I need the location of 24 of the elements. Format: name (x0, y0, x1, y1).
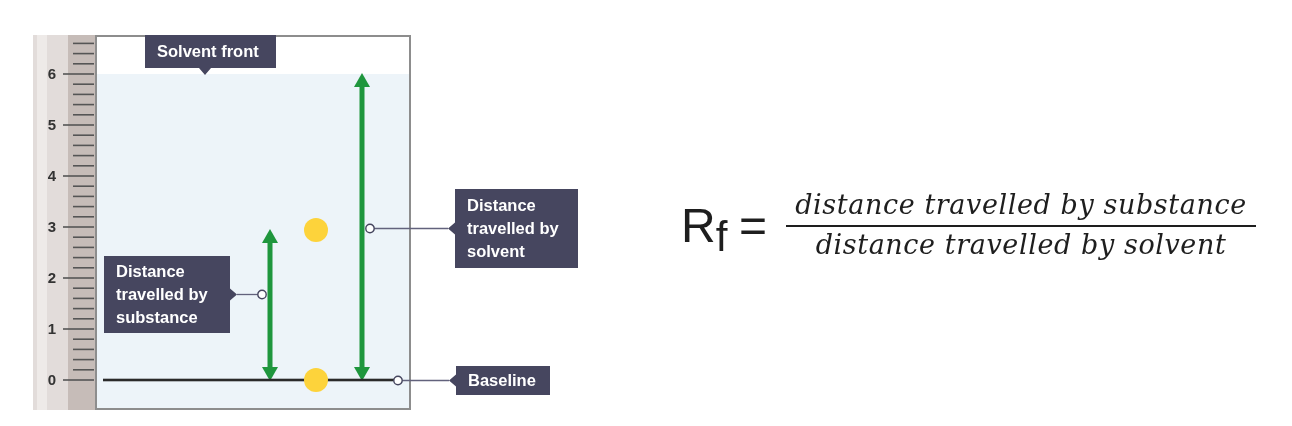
formula-numerator: distance travelled by substance (795, 189, 1247, 221)
leader-line (365, 223, 449, 234)
callout-box (449, 366, 550, 395)
ruler-number: 0 (46, 371, 58, 389)
callout-box (104, 256, 237, 333)
ruler-number: 1 (46, 320, 58, 338)
formula-symbol: R$_{f}$ (681, 202, 728, 250)
ruler-number: 3 (46, 218, 58, 236)
formula-denominator: distance travelled by solvent (815, 229, 1227, 261)
callout-text: Baseline (468, 370, 537, 391)
ruler-number: 4 (46, 167, 58, 185)
leader-line (393, 375, 450, 386)
ruler-number: 6 (46, 65, 58, 83)
ruler-number: 5 (46, 116, 58, 134)
callout-text: Distance travelled by solvent (467, 195, 560, 262)
ruler-number: 2 (46, 269, 58, 287)
leader-line (236, 289, 267, 300)
callout-box (145, 35, 276, 75)
measurement-arrow (262, 229, 278, 381)
measurement-arrow (354, 73, 370, 381)
callout-text: Distance travelled by substance (116, 261, 209, 328)
callout-box (448, 189, 578, 268)
equals-sign: = (739, 202, 768, 250)
callout-text: Solvent front (157, 41, 260, 62)
